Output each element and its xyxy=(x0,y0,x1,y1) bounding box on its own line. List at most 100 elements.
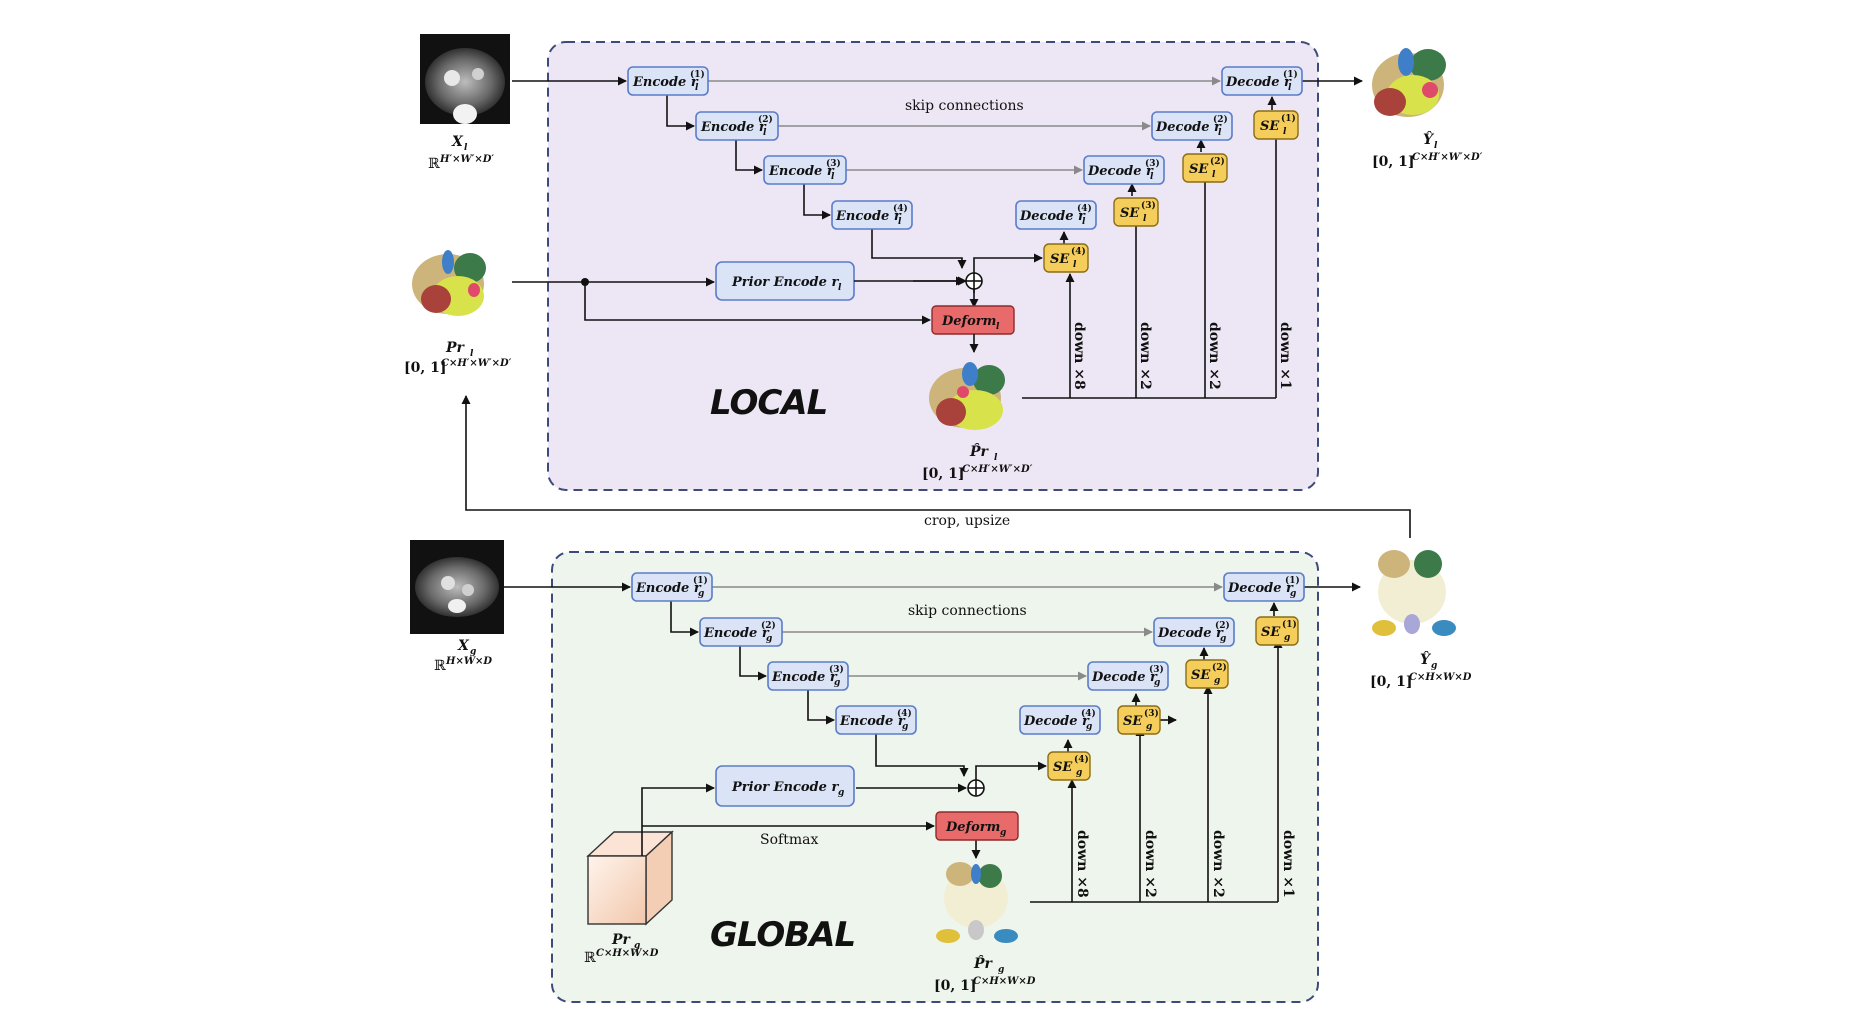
svg-text:SE: SE xyxy=(1260,119,1280,134)
svg-text:(2): (2) xyxy=(1212,662,1227,673)
svg-text:(2): (2) xyxy=(1210,156,1225,167)
svg-text:g: g xyxy=(1076,768,1082,778)
svg-text:(4): (4) xyxy=(1071,246,1086,257)
organ-segmentation-3d-icon xyxy=(936,862,1018,943)
svg-text:(3): (3) xyxy=(1149,664,1164,675)
global-input-dims: H×W×D xyxy=(445,656,492,667)
global-encoder-4[interactable]: Encode rg(4) xyxy=(835,705,917,735)
global-input-ct: X g ℝ H×W×D xyxy=(410,540,504,674)
local-down-x2a: down ×2 xyxy=(1137,322,1153,390)
svg-text:Encode r: Encode r xyxy=(771,670,838,685)
global-decoder-2[interactable]: Decode rg(2) xyxy=(1153,617,1235,647)
svg-text:SE: SE xyxy=(1261,625,1281,640)
svg-text:(3): (3) xyxy=(829,664,844,675)
svg-text:Prior Encode r: Prior Encode r xyxy=(731,780,839,795)
local-prior-name: Pr xyxy=(445,340,466,356)
local-encoder-2[interactable]: Encode rl(2) xyxy=(695,111,779,141)
svg-text:Encode r: Encode r xyxy=(632,75,699,90)
crop-upsize-path: crop, upsize xyxy=(461,395,1411,538)
organ-segmentation-3d-icon xyxy=(412,250,486,316)
local-input-domain: ℝ xyxy=(428,156,440,172)
svg-text:Prior Encode r: Prior Encode r xyxy=(731,275,839,290)
svg-text:l: l xyxy=(1283,127,1287,137)
global-prior: Pr g ℝ C×H×W×D xyxy=(584,830,674,966)
global-prior-dims: C×H×W×D xyxy=(596,948,659,959)
svg-text:(1): (1) xyxy=(1283,69,1298,80)
global-input-name: X xyxy=(457,638,470,654)
local-skip-label: skip connections xyxy=(905,98,1024,114)
svg-text:g: g xyxy=(1220,634,1226,644)
svg-text:Decode r: Decode r xyxy=(1023,714,1090,729)
local-deformed-prior-range: [0, 1] xyxy=(922,466,964,482)
svg-text:(3): (3) xyxy=(1141,200,1156,211)
svg-text:SE: SE xyxy=(1191,668,1211,683)
local-down-x2b: down ×2 xyxy=(1206,322,1222,390)
svg-text:(1): (1) xyxy=(693,575,708,586)
global-decoder-3[interactable]: Decode rg(3) xyxy=(1087,661,1169,691)
global-blocks: Encode rg(1) Encode rg(2) Encode rg(3) E… xyxy=(631,572,1305,841)
svg-text:Encode r: Encode r xyxy=(700,120,767,135)
ct-body-shape xyxy=(425,48,505,116)
local-output-mesh: Ŷ l [0, 1] C×H′×W′×D′ xyxy=(1372,48,1483,170)
local-decoder-3[interactable]: Decode rl(3) xyxy=(1083,155,1165,185)
svg-text:(2): (2) xyxy=(761,620,776,631)
svg-text:(1): (1) xyxy=(690,69,705,80)
local-decoder-4[interactable]: Decode rl(4) xyxy=(1015,200,1097,230)
global-output-range: [0, 1] xyxy=(1370,674,1412,690)
svg-text:(3): (3) xyxy=(1144,708,1159,719)
local-decoder-1[interactable]: Decode rl(1) xyxy=(1221,66,1303,96)
global-encoder-1[interactable]: Encode rg (1) xyxy=(631,572,713,602)
global-prior-name: Pr xyxy=(611,932,632,948)
svg-text:(4): (4) xyxy=(1074,754,1089,765)
local-prior: Pr l [0, 1] C×H′×W′×D′ xyxy=(404,250,512,376)
local-output-sub: l xyxy=(1434,141,1438,151)
global-skip-label: skip connections xyxy=(908,603,1027,619)
svg-text:l: l xyxy=(695,83,699,93)
crop-upsize-label: crop, upsize xyxy=(924,513,1010,529)
svg-text:SE: SE xyxy=(1120,206,1140,221)
global-decoder-4[interactable]: Decode rg(4) xyxy=(1019,705,1101,735)
local-encoder-3[interactable]: Encode rl(3) xyxy=(763,155,847,185)
svg-text:Decode r: Decode r xyxy=(1091,670,1158,685)
global-output-sub: g xyxy=(1431,661,1437,671)
local-encoder-1[interactable]: Encode rl (1) xyxy=(627,66,709,96)
local-down-x8: down ×8 xyxy=(1071,322,1087,390)
svg-text:(4): (4) xyxy=(893,203,908,214)
local-output-range: [0, 1] xyxy=(1372,154,1414,170)
global-deformed-prior-range: [0, 1] xyxy=(934,978,976,994)
svg-text:l: l xyxy=(838,283,842,293)
local-decoder-2[interactable]: Decode rl(2) xyxy=(1151,111,1233,141)
svg-text:(3): (3) xyxy=(1145,158,1160,169)
svg-text:g: g xyxy=(698,589,704,599)
local-blocks: Encode rl(1) Encode rl(2) Encode rl(3) E… xyxy=(627,66,1303,335)
svg-text:(1): (1) xyxy=(1282,619,1297,630)
svg-text:g: g xyxy=(1086,722,1092,732)
global-deformed-prior-dims: C×H×W×D xyxy=(973,976,1036,987)
local-down-x1: down ×1 xyxy=(1277,322,1293,390)
local-input-dims: H′×W′×D′ xyxy=(439,154,494,165)
global-connections: skip connections Softmax xyxy=(504,582,1361,903)
cube-icon xyxy=(586,830,674,926)
local-deformed-prior-dims: C×H′×W′×D′ xyxy=(962,464,1033,475)
global-decoder-1[interactable]: Decode rg(1) xyxy=(1223,572,1305,602)
svg-text:Encode r: Encode r xyxy=(635,581,702,596)
svg-text:Decode r: Decode r xyxy=(1087,164,1154,179)
global-encoder-2[interactable]: Encode rg(2) xyxy=(699,617,783,647)
local-input-sub: l xyxy=(464,143,468,153)
global-encoder-3[interactable]: Encode rg(3) xyxy=(767,661,849,691)
svg-text:(2): (2) xyxy=(1215,620,1230,631)
local-encoder-4[interactable]: Encode rl(4) xyxy=(831,200,913,230)
global-deformed-prior-name: P̂r xyxy=(973,954,994,972)
